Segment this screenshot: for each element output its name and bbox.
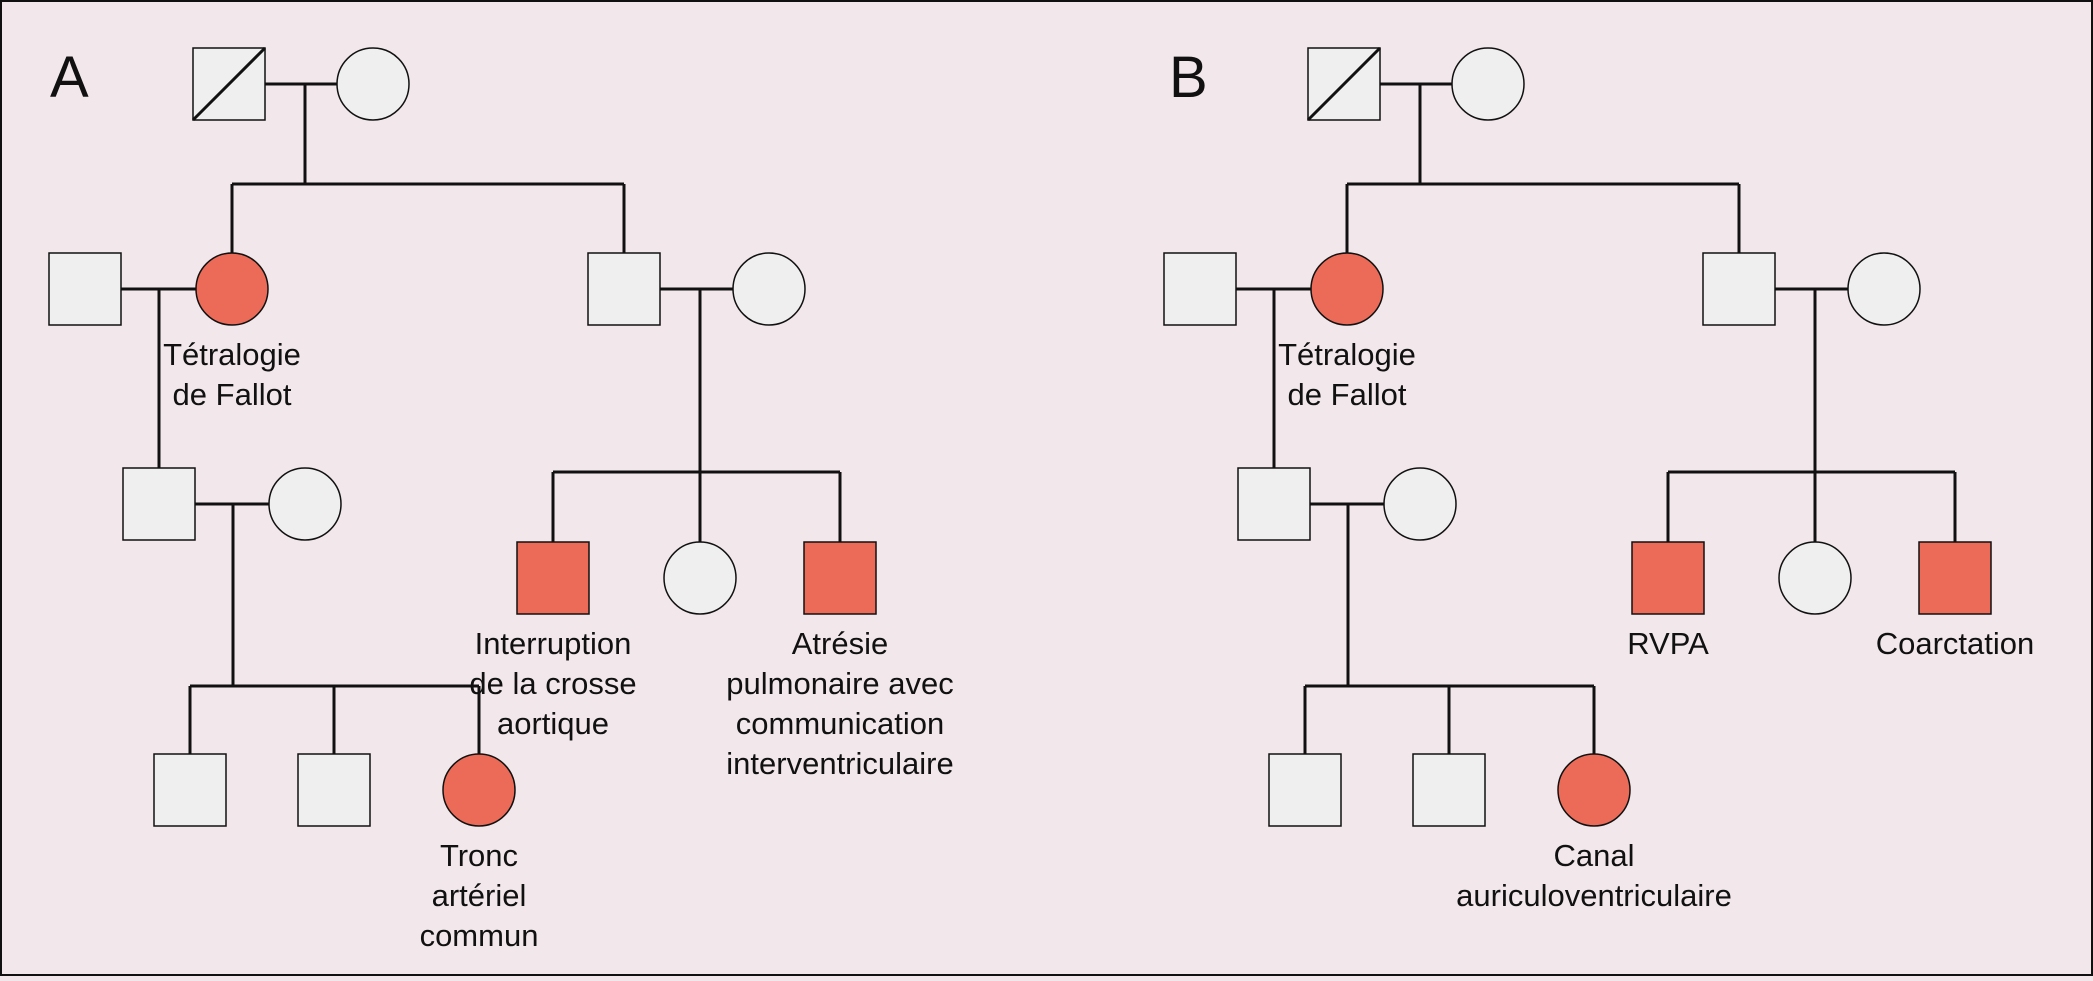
gen3-right-child-3-male-square (803, 541, 877, 615)
gen2-daughter-diagnosis-label: Tétralogie (1278, 337, 1416, 372)
gen4-child-1-male-square (1268, 753, 1342, 827)
gen2-daughter-diagnosis-label: Tétralogie (163, 337, 301, 372)
gen3-left-son-male-square (122, 467, 196, 541)
gen4-child-2-male-square (297, 753, 371, 827)
gen1-mother-female-circle (1451, 47, 1525, 121)
gen4-child-3-female-circle (1557, 753, 1631, 827)
panel-b-letter: B (1169, 45, 1208, 110)
gen3-right-child-1-male-square (516, 541, 590, 615)
gen3-right-child-1-diagnosis-label: Interruption (475, 626, 632, 661)
gen4-child-3-diagnosis-label: Tronc (440, 838, 518, 873)
panel-a-letter: A (50, 45, 89, 110)
gen2-spouse-left-male-square (48, 252, 122, 326)
gen3-right-child-1-diagnosis-label: de la crosse (469, 666, 636, 701)
gen4-child-3-diagnosis-label: Canal (1554, 838, 1635, 873)
gen2-son-male-square (587, 252, 661, 326)
gen2-daughter-diagnosis-label: de Fallot (173, 377, 292, 412)
gen2-spouse-right-female-circle (732, 252, 806, 326)
gen3-right-child-3-male-square (1918, 541, 1992, 615)
gen4-child-1-male-square (153, 753, 227, 827)
gen3-left-son-male-square (1237, 467, 1311, 541)
gen2-son-male-square (1702, 252, 1776, 326)
panel-a-connectors (121, 82, 842, 754)
gen4-child-2-male-square (1412, 753, 1486, 827)
gen3-right-child-1-diagnosis-label: aortique (497, 706, 609, 741)
gen1-father-deceased-slash (1306, 46, 1382, 122)
gen3-right-child-3-diagnosis-label: communication (736, 706, 944, 741)
gen2-daughter-diagnosis-label: de Fallot (1288, 377, 1407, 412)
gen3-right-child-2-female-circle (663, 541, 737, 615)
gen3-right-child-2-female-circle (1778, 541, 1852, 615)
gen2-daughter-female-circle (195, 252, 269, 326)
gen4-child-3-diagnosis-label: commun (420, 918, 539, 953)
gen3-right-child-3-diagnosis-label: Atrésie (792, 626, 888, 661)
gen3-right-child-3-diagnosis-label: pulmonaire avec (726, 666, 953, 701)
gen2-spouse-right-female-circle (1847, 252, 1921, 326)
gen1-father-deceased-slash (191, 46, 267, 122)
panel-b-connectors (1236, 82, 1957, 754)
gen1-mother-female-circle (336, 47, 410, 121)
gen3-left-spouse-female-circle (1383, 467, 1457, 541)
gen3-left-spouse-female-circle (268, 467, 342, 541)
gen2-spouse-left-male-square (1163, 252, 1237, 326)
gen2-daughter-female-circle (1310, 252, 1384, 326)
gen3-right-child-1-diagnosis-label: RVPA (1627, 626, 1709, 661)
gen4-child-3-diagnosis-label: artériel (432, 878, 527, 913)
gen3-right-child-3-diagnosis-label: interventriculaire (726, 746, 953, 781)
gen4-child-3-diagnosis-label: auriculoventriculaire (1456, 878, 1732, 913)
gen4-child-3-female-circle (442, 753, 516, 827)
gen3-right-child-1-male-square (1631, 541, 1705, 615)
gen3-right-child-3-diagnosis-label: Coarctation (1876, 626, 2035, 661)
